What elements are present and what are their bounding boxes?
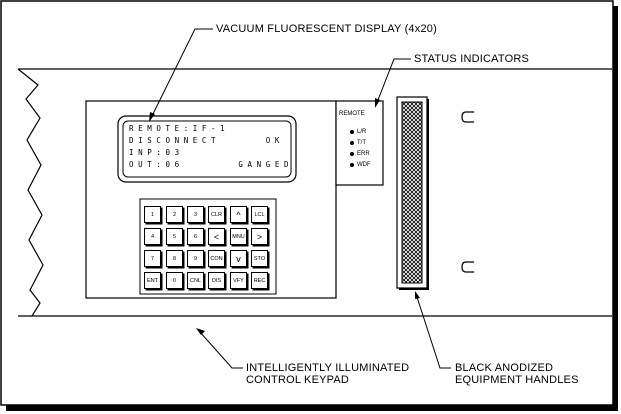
led-dot-icon <box>350 141 354 145</box>
key-7[interactable]: 7 <box>144 250 161 267</box>
chassis-outline <box>17 68 612 317</box>
key-4[interactable]: 4 <box>144 228 161 245</box>
handle-knurl <box>401 101 423 284</box>
key-ent[interactable]: ENT <box>144 272 161 289</box>
key-8[interactable]: 8 <box>166 250 183 267</box>
led-label-lr: L/R <box>357 129 367 135</box>
led-dot-icon <box>350 163 354 167</box>
key-6[interactable]: 6 <box>187 228 204 245</box>
status-panel-frame <box>335 100 384 186</box>
key-2[interactable]: 2 <box>166 206 183 223</box>
vfd-line-3: INP:03 <box>129 148 184 157</box>
led-dot-icon <box>350 130 354 134</box>
key-con[interactable]: CON <box>208 250 225 267</box>
keypad-callout-line2: CONTROL KEYPAD <box>246 374 350 386</box>
led-dot-icon <box>350 152 354 156</box>
right-edge-notches <box>461 111 474 273</box>
key-right-arrow-icon[interactable]: > <box>251 228 268 245</box>
led-label-wdf: WDF <box>357 162 371 168</box>
keypad-callout-line1: INTELLIGENTLY ILLUMINATED <box>246 362 410 374</box>
key-mnu[interactable]: MNU <box>230 228 247 245</box>
key-0[interactable]: 0 <box>166 272 183 289</box>
key-3[interactable]: 3 <box>187 206 204 223</box>
key-sto[interactable]: STO <box>251 250 268 267</box>
vfd-screen <box>122 120 292 178</box>
key-down-arrow-icon[interactable]: v <box>230 250 247 267</box>
key-9[interactable]: 9 <box>187 250 204 267</box>
display-callout: VACUUM FLUORESCENT DISPLAY (4x20) <box>216 23 437 35</box>
leader-lines <box>149 28 451 369</box>
key-left-arrow-icon[interactable]: < <box>208 228 225 245</box>
led-label-err: ERR <box>357 151 370 157</box>
handles-callout-line2: EQUIPMENT HANDLES <box>455 374 579 386</box>
leader-arrowheads <box>149 98 420 335</box>
status-panel-title: REMOTE <box>339 111 365 117</box>
key-rec[interactable]: REC <box>251 272 268 289</box>
key-lcl[interactable]: LCL <box>251 206 268 223</box>
key-5[interactable]: 5 <box>166 228 183 245</box>
led-label-tt: T/T <box>357 140 366 146</box>
key-dis[interactable]: DIS <box>208 272 225 289</box>
vfd-line-2: DISCONNECT OK <box>129 136 284 145</box>
key-up-arrow-icon[interactable]: ^ <box>230 206 247 223</box>
vfd-line-1: REMOTE:IF-1 <box>129 124 230 133</box>
status-callout: STATUS INDICATORS <box>414 53 530 65</box>
handles-leader <box>415 293 451 369</box>
status-leader <box>375 58 411 106</box>
key-vfy[interactable]: VFY <box>230 272 247 289</box>
key-cnl[interactable]: CNL <box>187 272 204 289</box>
keypad-leader <box>199 331 243 369</box>
handles-callout-line1: BLACK ANODIZED <box>455 362 554 374</box>
key-1[interactable]: 1 <box>144 206 161 223</box>
key-clr[interactable]: CLR <box>208 206 225 223</box>
vfd-line-4: OUT:06 GANGED <box>129 160 294 169</box>
display-leader <box>149 28 213 121</box>
